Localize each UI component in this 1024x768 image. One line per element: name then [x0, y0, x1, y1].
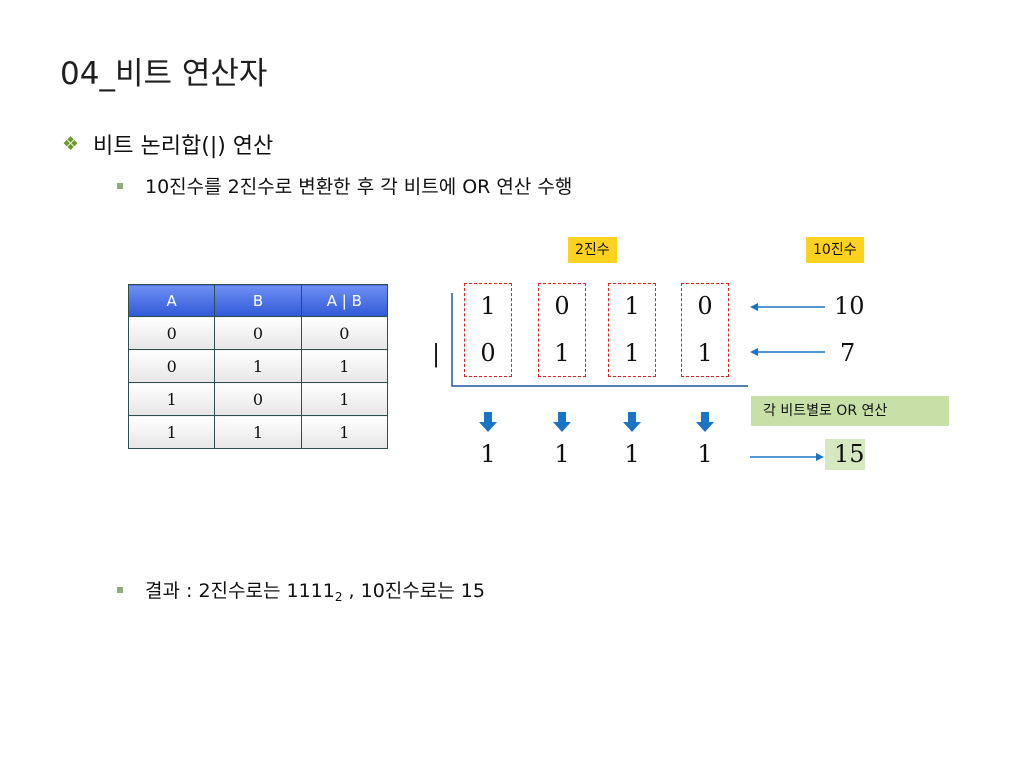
bullet-result: 결과 : 2진수로는 11112 , 10진수로는 15 — [117, 576, 485, 604]
table-header-result: A | B — [300, 284, 389, 317]
bullet-level2: 10진수를 2진수로 변환한 후 각 비트에 OR 연산 수행 — [117, 172, 572, 199]
down-arrow-icon — [623, 412, 641, 432]
table-cell: 1 — [127, 415, 216, 449]
result-suffix: , 10진수로는 15 — [342, 580, 485, 602]
decimal-value-1: 10 — [834, 292, 865, 320]
decimal-value-2: 7 — [840, 339, 856, 367]
down-arrow-icon — [696, 412, 714, 432]
bullet-level1: ❖ 비트 논리합(|) 연산 — [62, 128, 273, 160]
table-cell: 1 — [300, 415, 389, 449]
table-cell: 0 — [214, 316, 302, 350]
table-header-b: B — [214, 284, 302, 317]
square-bullet-icon — [117, 587, 123, 593]
bullet-level2-text: 10진수를 2진수로 변환한 후 각 비트에 OR 연산 수행 — [145, 176, 573, 198]
result-text: 결과 : 2진수로는 11112 , 10진수로는 15 — [145, 576, 485, 604]
table-cell: 1 — [300, 349, 389, 383]
arrow-head-10 — [750, 303, 758, 311]
table-cell: 1 — [300, 382, 389, 416]
table-header-a: A — [127, 284, 216, 317]
bit-row2: 1 — [624, 339, 640, 367]
table-header-row: A B A | B — [127, 284, 389, 317]
decimal-tag: 10진수 — [806, 237, 864, 263]
bit-row2: 1 — [554, 339, 570, 367]
arrow-head-result — [816, 453, 824, 461]
bit-row2: 1 — [697, 339, 713, 367]
bit-row2: 0 — [480, 339, 496, 367]
square-bullet-icon — [117, 182, 123, 189]
result-prefix: 결과 : 2진수로는 1111 — [145, 580, 335, 602]
binary-tag: 2진수 — [568, 237, 617, 263]
table-row: 1 1 1 — [127, 415, 389, 449]
bit-row1: 0 — [697, 292, 713, 320]
diamond-bullet-icon: ❖ — [62, 133, 80, 155]
bit-result: 1 — [624, 440, 640, 468]
table-row: 0 0 0 — [127, 316, 389, 350]
bit-result: 1 — [480, 440, 496, 468]
or-operator: | — [432, 340, 441, 368]
truth-table: A B A | B 0 0 0 0 1 1 1 0 1 1 1 1 — [127, 284, 389, 449]
bit-row1: 1 — [624, 292, 640, 320]
down-arrow-icon — [553, 412, 571, 432]
table-cell: 1 — [127, 382, 216, 416]
table-cell: 0 — [127, 316, 216, 350]
table-cell: 1 — [214, 349, 302, 383]
bit-row1: 0 — [554, 292, 570, 320]
bit-row1: 1 — [480, 292, 496, 320]
bullet-level1-text: 비트 논리합(|) 연산 — [93, 134, 274, 159]
decimal-result: 15 — [834, 440, 865, 468]
down-arrow-icon — [479, 412, 497, 432]
table-cell: 1 — [214, 415, 302, 449]
bit-result: 1 — [697, 440, 713, 468]
page-title: 04_비트 연산자 — [60, 56, 268, 92]
bit-result: 1 — [554, 440, 570, 468]
result-subscript: 2 — [334, 590, 343, 604]
arrow-head-7 — [750, 348, 758, 356]
table-cell: 0 — [127, 349, 216, 383]
table-row: 1 0 1 — [127, 382, 389, 416]
table-cell: 0 — [300, 316, 389, 350]
result-highlight — [825, 439, 865, 470]
table-cell: 0 — [214, 382, 302, 416]
table-row: 0 1 1 — [127, 349, 389, 383]
or-operation-label: 각 비트별로 OR 연산 — [751, 396, 949, 426]
